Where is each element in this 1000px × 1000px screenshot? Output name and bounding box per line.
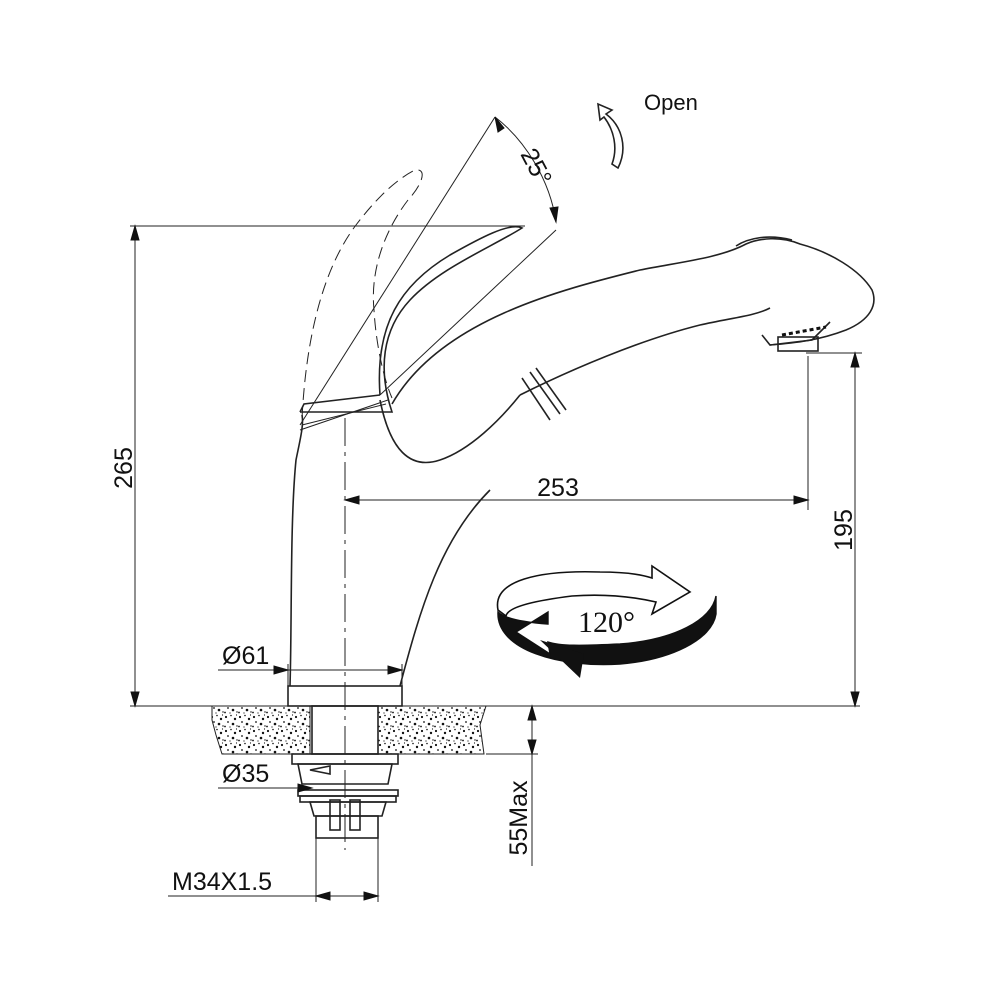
dimension-253	[343, 356, 810, 510]
mounting-hardware	[291, 705, 399, 839]
open-label: Open	[644, 90, 698, 115]
countertop	[130, 705, 860, 755]
open-direction-arrow	[597, 102, 624, 170]
pullout-spout	[379, 236, 875, 464]
handle-angle-label: 25°	[515, 144, 557, 191]
base-diameter-label: Ø61	[222, 642, 269, 670]
height-total-label: 265	[110, 447, 138, 489]
dimension-61	[218, 664, 404, 686]
dimension-35	[218, 783, 314, 793]
lever-handle-open	[299, 169, 423, 431]
handle-angle-dimension	[299, 116, 559, 426]
swivel-arrow	[496, 564, 717, 678]
dimension-195	[806, 351, 862, 708]
swivel-angle-label: 120°	[578, 606, 635, 639]
spout-reach-label: 253	[537, 474, 579, 502]
dimension-265	[130, 224, 525, 708]
dimension-thread	[168, 838, 380, 902]
shank-diameter-label: Ø35	[222, 760, 269, 788]
thread-label: M34X1.5	[172, 868, 272, 896]
faucet-body	[287, 414, 491, 707]
mount-thickness-label: 55Max	[505, 780, 533, 856]
dimension-55max	[486, 704, 538, 866]
spout-height-label: 195	[830, 509, 858, 551]
lever-handle	[299, 226, 524, 413]
